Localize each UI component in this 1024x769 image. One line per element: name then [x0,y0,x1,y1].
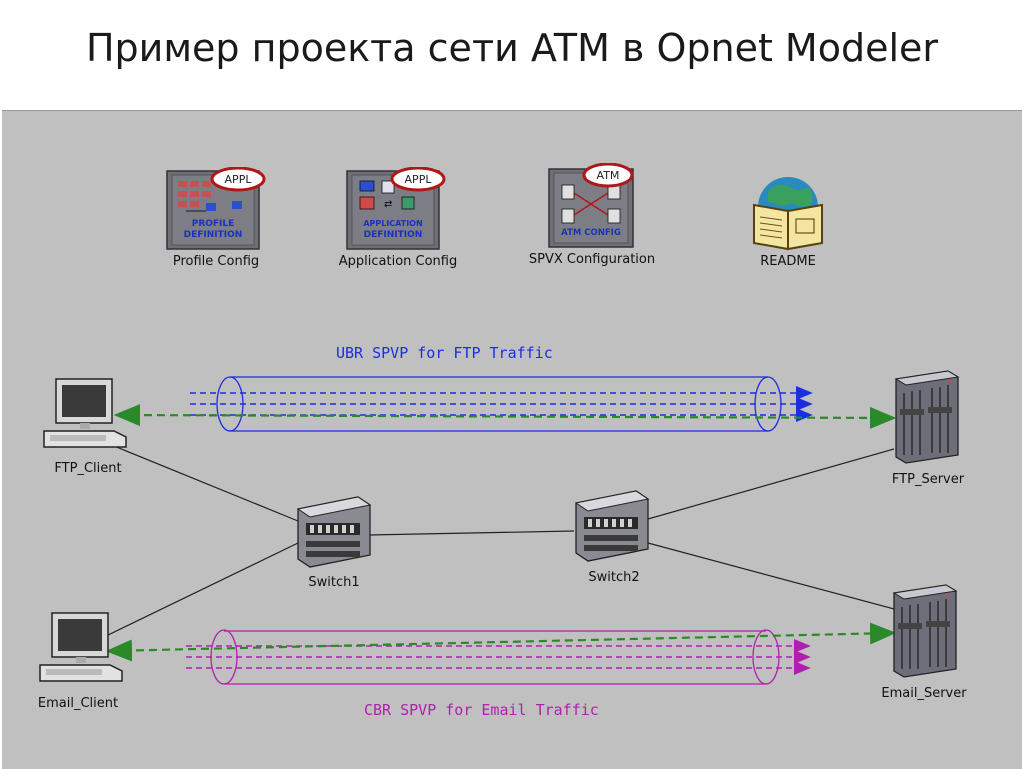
topology-svg [105,376,897,685]
profile-icon-caption-1: PROFILE [192,219,235,229]
switch1-node[interactable] [294,495,374,569]
readme-label: README [760,254,816,269]
link-switch2-emailserver [647,542,895,610]
switch2-node[interactable] [572,489,652,563]
profile-badge: APPL [225,173,253,186]
email-flow-arrow [105,622,897,662]
cbr-tunnel-label[interactable]: CBR SPVP for Email Traffic [364,701,599,719]
link-emailclient-switch1 [105,542,299,637]
ftp-server-label: FTP_Server [891,472,965,487]
workstation-icon [43,378,127,448]
profile-icon-caption-2: DEFINITION [184,230,243,240]
application-config-object[interactable]: ⇄ APPLICATION DEFINITION APPL [346,166,446,256]
atm-icon-caption: ATM CONFIG [561,228,621,238]
profile-definition-icon: PROFILE DEFINITION APPL [166,166,266,250]
spvx-config-label: SPVX Configuration [528,252,656,267]
ubr-tunnel-label[interactable]: UBR SPVP for FTP Traffic [336,344,553,362]
switch2-label: Switch2 [588,570,640,585]
profile-config-label: Profile Config [172,254,260,269]
email-server-node[interactable] [890,583,960,679]
atm-badge: ATM [597,169,620,182]
application-badge: APPL [405,173,433,186]
network-canvas[interactable]: UBR SPVP for FTP Traffic CBR SPVP for Em… [2,110,1022,769]
atm-config-icon: ATM CONFIG ATM [548,162,634,248]
atm-switch-icon [574,490,650,562]
switch1-label: Switch1 [308,575,360,590]
application-icon-caption-2: DEFINITION [364,230,423,240]
profile-config-object[interactable]: PROFILE DEFINITION APPL [166,166,266,256]
email-client-label: Email_Client [37,696,119,711]
application-config-label: Application Config [338,254,458,269]
svg-text:⇄: ⇄ [384,199,392,210]
email-server-label: Email_Server [881,686,967,701]
page-title: Пример проекта сети ATM в Opnet Modeler [85,26,939,70]
readme-object[interactable] [744,173,834,258]
server-icon [894,370,960,464]
email-client-node[interactable] [38,611,124,687]
application-icon-caption-1: APPLICATION [363,219,422,228]
ftp-client-node[interactable] [42,377,128,453]
workstation-icon [39,612,123,682]
ftp-client-label: FTP_Client [54,461,122,476]
ftp-server-node[interactable] [892,369,962,465]
atm-switch-icon [296,496,372,568]
spvx-config-object[interactable]: ATM CONFIG ATM [548,162,640,254]
link-ftpclient-switch1 [113,445,299,522]
physical-links [105,445,895,637]
link-switch1-switch2 [369,530,575,536]
ubr-tunnel [190,376,813,432]
application-definition-icon: ⇄ APPLICATION DEFINITION APPL [346,166,446,250]
readme-book-icon [753,177,823,251]
server-icon [892,584,958,678]
link-switch2-ftpserver [647,448,895,520]
